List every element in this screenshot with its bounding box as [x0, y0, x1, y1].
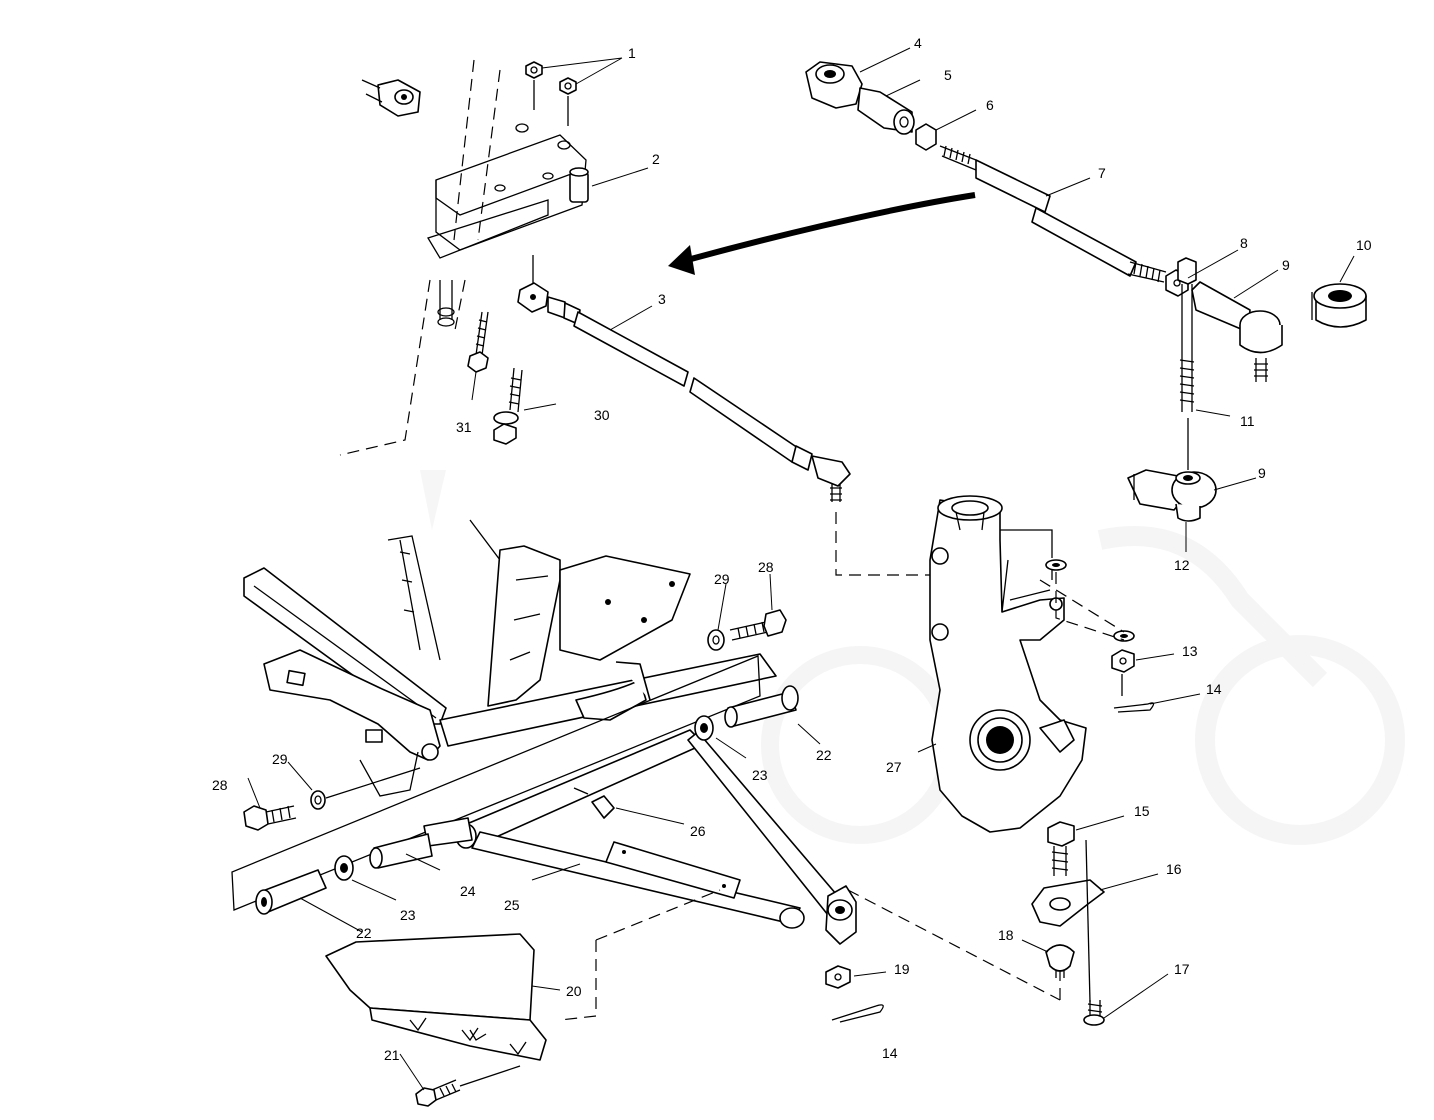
part-7-tie-rod	[939, 145, 1167, 283]
callout-14-upper: 14	[1206, 681, 1222, 697]
part-17-bolt	[1083, 839, 1105, 1026]
callout-8: 8	[1240, 235, 1248, 251]
callout-1: 1	[628, 45, 636, 61]
part-25-a-arm	[231, 655, 849, 929]
part-9-tie-rod-end-upper	[1191, 281, 1283, 382]
callout-28-upper: 28	[758, 559, 774, 575]
part-1-nuts	[525, 61, 577, 126]
part-11-bolt	[1177, 257, 1197, 470]
callout-7: 7	[1098, 165, 1106, 181]
callout-10: 10	[1356, 237, 1372, 253]
callout-6: 6	[986, 97, 994, 113]
callout-13: 13	[1182, 643, 1198, 659]
part-9-tie-rod-end-lower	[1127, 469, 1217, 522]
part-23-washer-lower	[334, 855, 354, 881]
callout-18: 18	[998, 927, 1014, 943]
callout-14-lower: 14	[882, 1045, 898, 1061]
callout-30: 30	[594, 407, 610, 423]
part-20-skid-guard	[325, 889, 721, 1061]
part-3-tie-rod	[517, 255, 935, 576]
part-10-bushing	[1311, 283, 1367, 328]
part-5-boot	[857, 87, 915, 135]
steering-post	[339, 59, 587, 456]
callout-16: 16	[1166, 861, 1182, 877]
part-16-plate	[1031, 879, 1105, 927]
callout-29-upper: 29	[714, 571, 730, 587]
assembly-guide-lines	[847, 572, 1125, 1001]
callout-27: 27	[886, 759, 902, 775]
leader-lines	[247, 47, 1355, 1091]
part-14-cotter-pin-lower	[831, 1004, 884, 1023]
frame	[243, 519, 777, 797]
part-28-bolt-upper	[729, 609, 787, 641]
part-14-cotter-pin-upper	[1113, 702, 1155, 713]
part-13-castle-nut	[1111, 649, 1135, 696]
part-23-washer-upper	[694, 715, 714, 741]
watermark-logo	[420, 470, 1405, 845]
callout-23-lower: 23	[400, 907, 416, 923]
callout-17: 17	[1174, 961, 1190, 977]
part-29-washer-lower	[310, 767, 421, 810]
part-26-grease-fitting	[573, 787, 615, 819]
callout-2: 2	[652, 151, 660, 167]
callout-20: 20	[566, 983, 582, 999]
callout-21: 21	[384, 1047, 400, 1063]
callout-4: 4	[914, 35, 922, 51]
part-22-bushing-lower	[255, 869, 327, 915]
callout-5: 5	[944, 67, 952, 83]
callout-23-upper: 23	[752, 767, 768, 783]
callout-31: 31	[456, 419, 472, 435]
callout-25: 25	[504, 897, 520, 913]
upper-left-rod-end	[361, 79, 421, 117]
callout-24: 24	[460, 883, 476, 899]
part-6-jam-nut	[915, 123, 937, 151]
part-2-bushing	[569, 167, 589, 203]
part-29-washer-upper	[707, 629, 725, 651]
part-27-spindle	[929, 495, 1087, 833]
part-4-rod-end	[805, 61, 863, 109]
part-31-bolt	[467, 311, 489, 373]
part-15-bolt	[1047, 821, 1075, 876]
callout-3: 3	[658, 291, 666, 307]
callout-22-lower: 22	[356, 925, 372, 941]
part-18-ball-joint	[1045, 944, 1075, 978]
callout-22-upper: 22	[816, 747, 832, 763]
part-28-bolt-lower	[243, 805, 297, 831]
callout-28-lower: 28	[212, 777, 228, 793]
part-washers	[1045, 559, 1135, 642]
callout-12: 12	[1174, 557, 1190, 573]
callout-labels: 1 2 3 4 5 6 7 8 9 10 11 9 12 13 14 15 16…	[212, 35, 1372, 1063]
part-22-bushing-upper	[724, 685, 799, 728]
callout-19: 19	[894, 961, 910, 977]
part-21-bolt	[415, 1065, 521, 1107]
callout-11: 11	[1240, 413, 1255, 429]
part-19-castle-nut	[825, 885, 857, 989]
callout-26: 26	[690, 823, 706, 839]
callout-9-upper: 9	[1282, 257, 1290, 273]
direction-arrow	[668, 192, 976, 275]
part-30-bolt	[493, 367, 523, 445]
callout-29-lower: 29	[272, 751, 288, 767]
callout-9-lower: 9	[1258, 465, 1266, 481]
callout-15: 15	[1134, 803, 1150, 819]
